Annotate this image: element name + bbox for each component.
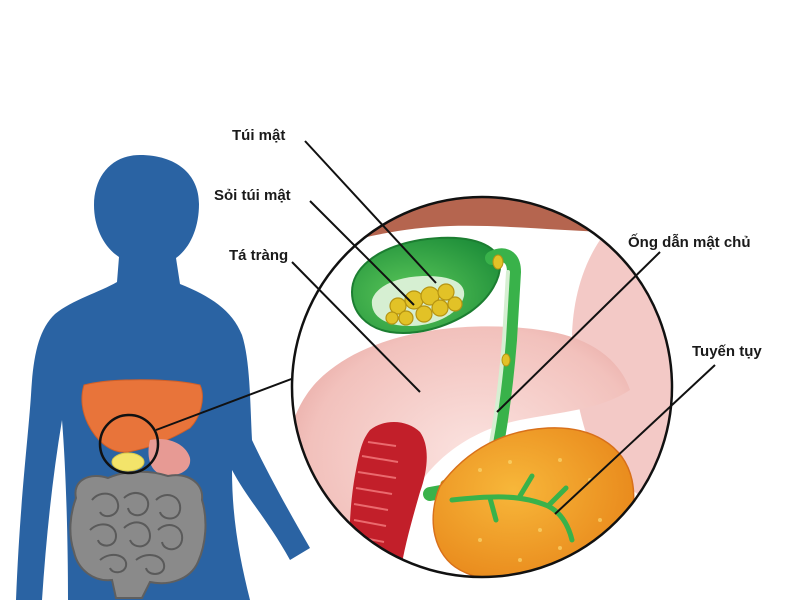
leader-gallstones (309, 200, 415, 306)
intestines (69, 470, 207, 599)
leader-gallbladder (304, 140, 437, 284)
label-duodenum: Tá tràng (229, 247, 289, 264)
gallstones (385, 283, 463, 326)
human-body (16, 155, 310, 600)
leader-duodenum (291, 261, 421, 393)
intestine-coils (89, 491, 184, 575)
zoom-connector-line (155, 377, 295, 431)
liver (81, 379, 203, 453)
leader-pancreas (554, 364, 716, 515)
label-common-bile-duct: Ống dẫn mật chủ (628, 234, 751, 251)
gallbladder-small (111, 452, 145, 472)
label-gallstones: Sỏi túi mật (214, 187, 291, 204)
label-gallbladder: Túi mật (232, 127, 286, 144)
duodenum-lining (349, 421, 427, 575)
magnifier-ring (98, 413, 160, 475)
pancreatic-duct (449, 473, 575, 543)
leader-lines (291, 140, 716, 515)
leader-bile-duct (496, 251, 661, 413)
pancreas-texture (478, 458, 602, 562)
zoom-circle-border (290, 195, 674, 579)
label-pancreas: Tuyến tụy (692, 343, 762, 360)
